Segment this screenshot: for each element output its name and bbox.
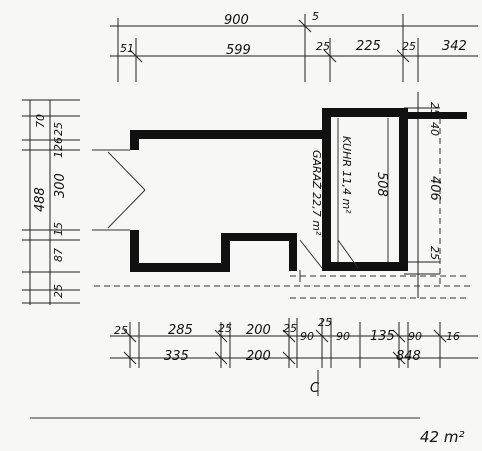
dim-left-25a: 25	[52, 122, 65, 136]
interior-lines	[299, 118, 389, 282]
dim-bottom-200b: 200	[246, 349, 271, 364]
dim-bottom-25a: 25	[114, 324, 128, 337]
dim-top-seg-1: 51	[120, 42, 134, 55]
dim-bottom-25c: 25	[283, 322, 297, 335]
dim-inner-508: 508	[374, 172, 389, 197]
garage-door	[92, 149, 146, 231]
dim-top-seg-3: 25	[316, 40, 330, 53]
dim-right-40: 40	[428, 122, 441, 136]
right-dimension-lines	[404, 92, 440, 298]
dim-bottom-25d: 25	[318, 316, 332, 329]
dim-bottom-25b: 25	[218, 322, 232, 335]
top-dimension-lines	[110, 14, 478, 82]
label-garage: GARAŽ 22,7 m²	[310, 150, 323, 236]
dim-left-300: 300	[53, 173, 68, 198]
dim-top-seg-2: 599	[226, 43, 251, 58]
dim-top-seg-4: 225	[356, 39, 381, 54]
dim-bottom-335: 335	[164, 349, 189, 364]
bottom-dimension-lines	[110, 318, 478, 368]
dim-left-25b: 25	[52, 284, 65, 298]
dim-top-seg-5: 25	[402, 40, 416, 53]
dim-bottom-200a: 200	[246, 323, 271, 338]
area-note: 42 m²	[420, 428, 464, 446]
dashed-outline	[94, 118, 470, 299]
dim-bottom-16: 16	[446, 330, 460, 343]
marker-c: C	[310, 381, 320, 396]
left-dimension-lines	[22, 99, 80, 305]
dim-bottom-90c: 90	[408, 330, 422, 343]
dim-right-406: 406	[427, 176, 442, 201]
dim-bottom-848: 848	[396, 349, 421, 364]
dim-bottom-90a: 90	[300, 330, 314, 343]
dim-left-15: 15	[52, 222, 65, 236]
dim-right-25-bottom: 25	[428, 246, 441, 260]
dim-top-marker: 5	[312, 10, 319, 23]
dim-bottom-90b: 90	[336, 330, 350, 343]
dim-left-70: 70	[34, 114, 47, 128]
label-kuhr: KUHR 11,4 m²	[340, 136, 353, 214]
walls	[130, 108, 467, 272]
dim-bottom-135: 135	[370, 329, 395, 344]
dim-bottom-285: 285	[168, 323, 193, 338]
dim-left-126: 126	[52, 137, 65, 158]
dim-left-87: 87	[52, 248, 65, 262]
dim-top-seg-6: 342	[442, 39, 467, 54]
dim-top-overall: 900	[224, 13, 249, 28]
dim-left-overall: 488	[33, 187, 48, 212]
